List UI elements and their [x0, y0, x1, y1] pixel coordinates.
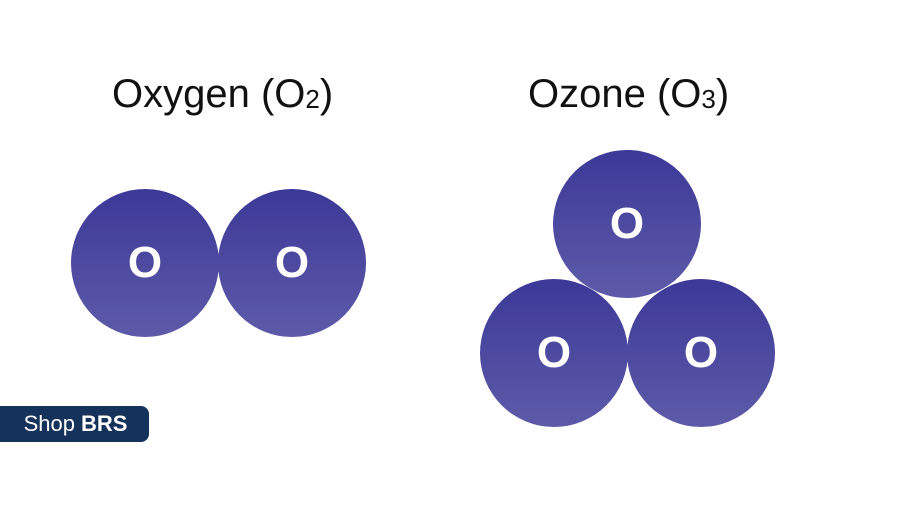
atom-label: O — [127, 238, 163, 287]
ozone-title-end: ) — [715, 72, 730, 116]
oxygen-atom-left: O — [71, 189, 219, 337]
shop-badge-text: Shop — [23, 411, 75, 436]
atom-label: O — [274, 238, 310, 287]
oxygen-atom-right: O — [218, 189, 366, 337]
oxygen-title: Oxygen (O2) — [112, 74, 333, 114]
oxygen-title-subscript: 2 — [305, 84, 320, 114]
oxygen-title-main: Oxygen (O — [112, 72, 306, 116]
ozone-atom-right: O — [627, 279, 775, 427]
ozone-atom-left: O — [480, 279, 628, 427]
shop-brs-button[interactable]: Shop BRS — [0, 406, 149, 442]
ozone-title-subscript: 3 — [701, 84, 716, 114]
atom-label: O — [536, 328, 572, 377]
ozone-title-main: Ozone (O — [528, 72, 702, 116]
atom-label: O — [683, 328, 719, 377]
oxygen-title-end: ) — [319, 72, 334, 116]
ozone-atom-top: O — [553, 150, 701, 298]
atom-label: O — [609, 199, 645, 248]
ozone-title: Ozone (O3) — [528, 74, 729, 114]
shop-badge-brand: BRS — [80, 411, 128, 436]
